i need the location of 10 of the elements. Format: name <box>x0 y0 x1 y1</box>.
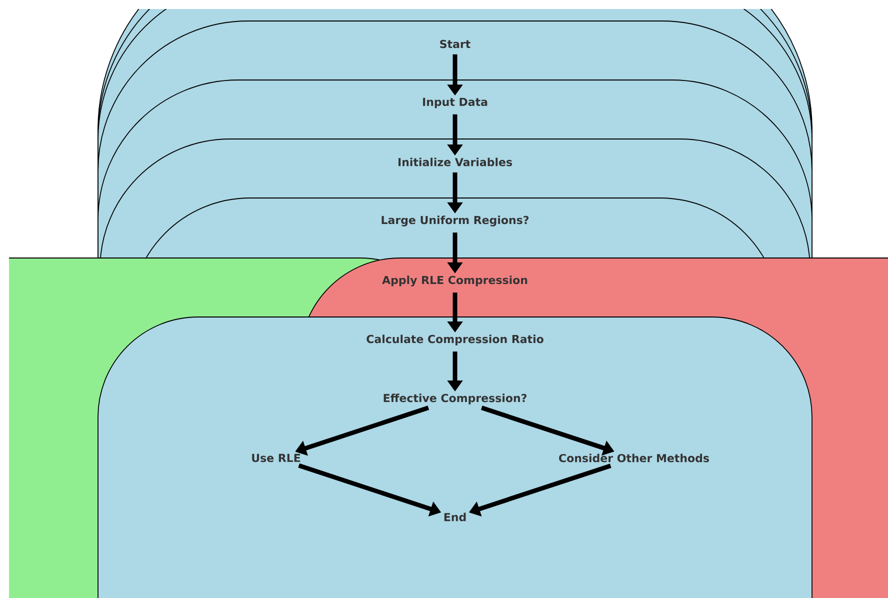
step-label: Initialize Variables <box>398 158 512 166</box>
step-label: Use RLE <box>252 454 300 462</box>
step-label: End <box>444 512 466 522</box>
step-label: Input Data <box>423 98 488 108</box>
step-label: Apply RLE Compression <box>382 276 528 286</box>
step-label: Start <box>440 40 470 48</box>
step-label: Effective Compression? <box>384 394 526 404</box>
step-label: Large Uniform Regions? <box>382 216 529 226</box>
step-label: Consider Other Methods <box>559 454 709 462</box>
step-label: Calculate Compression Ratio <box>366 334 544 346</box>
